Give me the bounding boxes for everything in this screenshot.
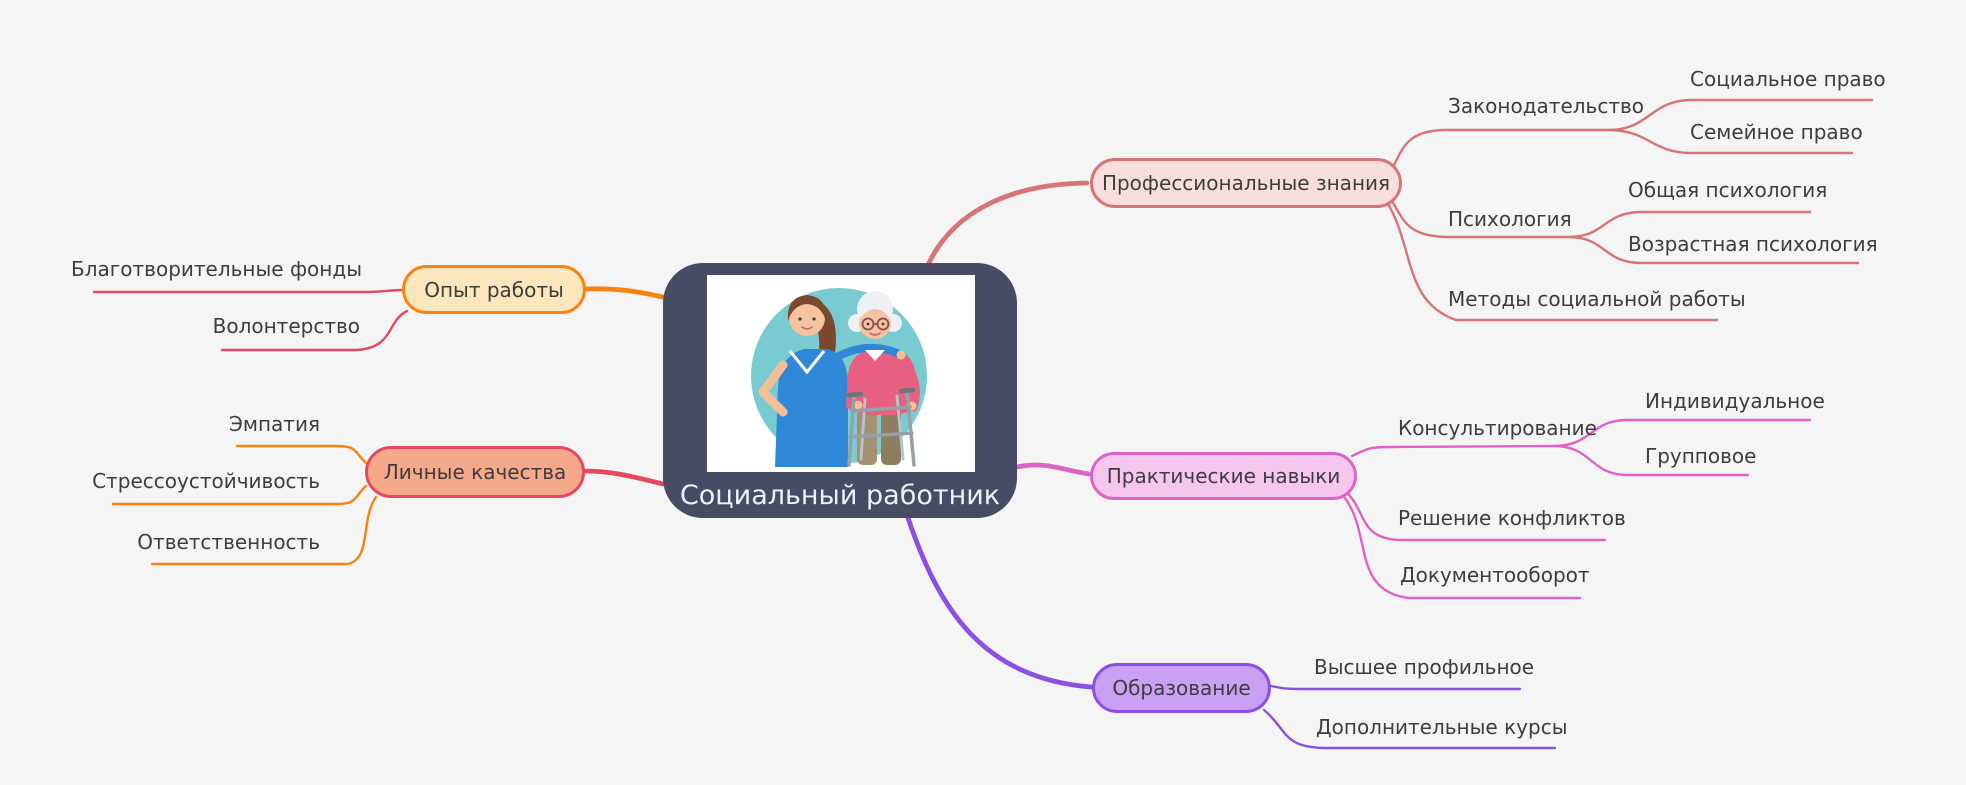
link-psychology: [1390, 199, 1572, 239]
link-responsibility: [150, 495, 378, 566]
central-topic[interactable]: Социальный работник: [663, 263, 1017, 518]
node-individual[interactable]: Индивидуальное: [1645, 389, 1825, 413]
node-stress[interactable]: Стрессоустойчивость: [92, 469, 320, 493]
link-center-education: [905, 515, 1094, 690]
node-legislation[interactable]: Законодательство: [1448, 94, 1644, 118]
link-stress: [111, 484, 368, 506]
node-responsibility[interactable]: Ответственность: [137, 530, 320, 554]
link-conflicts: [1346, 492, 1607, 542]
node-conflicts[interactable]: Решение конфликтов: [1398, 506, 1626, 530]
node-higher-education[interactable]: Высшее профильное: [1314, 655, 1535, 679]
link-general-psychology: [1568, 210, 1812, 239]
node-age-psychology[interactable]: Возрастная психология: [1628, 232, 1878, 256]
node-extra-courses[interactable]: Дополнительные курсы: [1316, 715, 1568, 739]
link-empathy: [235, 444, 368, 465]
node-group[interactable]: Групповое: [1645, 444, 1757, 468]
branch-education[interactable]: Образование: [1092, 663, 1271, 713]
link-methods: [1386, 202, 1719, 322]
node-empathy[interactable]: Эмпатия: [228, 412, 320, 436]
branch-work-experience[interactable]: Опыт работы: [402, 265, 586, 314]
branch-practical-skills[interactable]: Практические навыки: [1090, 452, 1357, 500]
node-paperwork[interactable]: Документооборот: [1400, 563, 1590, 587]
link-family-law: [1608, 128, 1854, 155]
link-age-psychology: [1568, 235, 1860, 265]
link-individual: [1554, 418, 1812, 448]
link-consulting: [1350, 444, 1558, 458]
link-social-law: [1608, 98, 1874, 132]
link-group: [1554, 444, 1750, 477]
node-family-law[interactable]: Семейное право: [1690, 120, 1863, 144]
link-volunteering: [220, 309, 409, 352]
link-charity-funds: [92, 288, 406, 294]
node-charity-funds[interactable]: Благотворительные фонды: [71, 257, 362, 281]
branch-personal-qualities[interactable]: Личные качества: [365, 446, 585, 498]
link-center-qualities: [581, 468, 666, 487]
node-social-work-methods[interactable]: Методы социальной работы: [1448, 287, 1746, 311]
central-topic-title: Социальный работник: [679, 479, 1001, 511]
node-consulting[interactable]: Консультирование: [1398, 416, 1597, 440]
node-general-psychology[interactable]: Общая психология: [1628, 178, 1828, 202]
branch-professional-knowledge[interactable]: Профессиональные знания: [1090, 158, 1402, 208]
node-volunteering[interactable]: Волонтерство: [212, 314, 360, 338]
link-legislation: [1391, 128, 1612, 169]
link-center-professional: [925, 180, 1090, 268]
link-center-practical: [1014, 462, 1092, 477]
node-social-law[interactable]: Социальное право: [1690, 67, 1886, 91]
link-paperwork: [1343, 496, 1582, 600]
link-extra-courses: [1262, 708, 1557, 750]
node-psychology[interactable]: Психология: [1448, 207, 1572, 231]
nurse-and-elderly-illustration: [707, 275, 975, 472]
link-center-experience: [582, 286, 666, 300]
link-higher-education: [1269, 684, 1522, 691]
